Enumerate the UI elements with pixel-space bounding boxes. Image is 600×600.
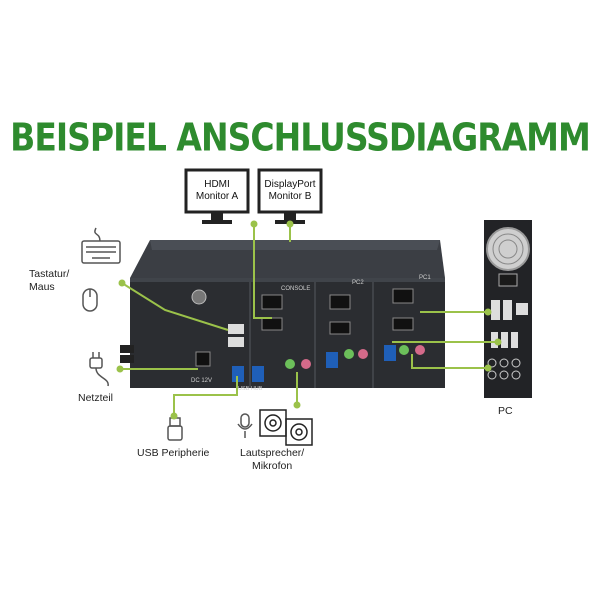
speaker-icon xyxy=(259,409,313,446)
dc-label: DC 12V xyxy=(191,378,212,384)
keyboard-icon xyxy=(81,227,121,264)
usb-hub-label: USB HUB xyxy=(238,386,263,392)
connector-dots xyxy=(116,220,502,420)
ports xyxy=(191,288,425,382)
pc1-label: PC1 xyxy=(419,275,431,281)
power-label: Netzteil xyxy=(78,392,114,404)
microphone-icon xyxy=(237,413,253,438)
speaker-mic-label: Lautsprecher/ Mikrofon xyxy=(240,447,305,472)
monitor-a-label: HDMI Monitor A xyxy=(195,179,239,202)
monitor-b-label: DisplayPort Monitor B xyxy=(264,179,316,202)
power-plug-icon xyxy=(89,352,109,387)
usb-label: USB Peripherie xyxy=(137,447,210,459)
pc-label: PC xyxy=(498,405,513,417)
mouse-icon xyxy=(82,288,98,312)
console-label: CONSOLE xyxy=(281,286,310,292)
pc2-label: PC2 xyxy=(352,280,364,286)
keyboard-mouse-label: Tastatur/ Maus xyxy=(29,268,70,293)
page-title: BEISPIEL ANSCHLUSSDIAGRAMM xyxy=(10,115,591,160)
pc-tower-icon xyxy=(484,220,532,398)
connector-lines xyxy=(120,224,498,416)
usb-stick-icon xyxy=(167,417,183,441)
monitor-a-icon xyxy=(184,168,250,224)
kvm-switch xyxy=(120,240,445,388)
